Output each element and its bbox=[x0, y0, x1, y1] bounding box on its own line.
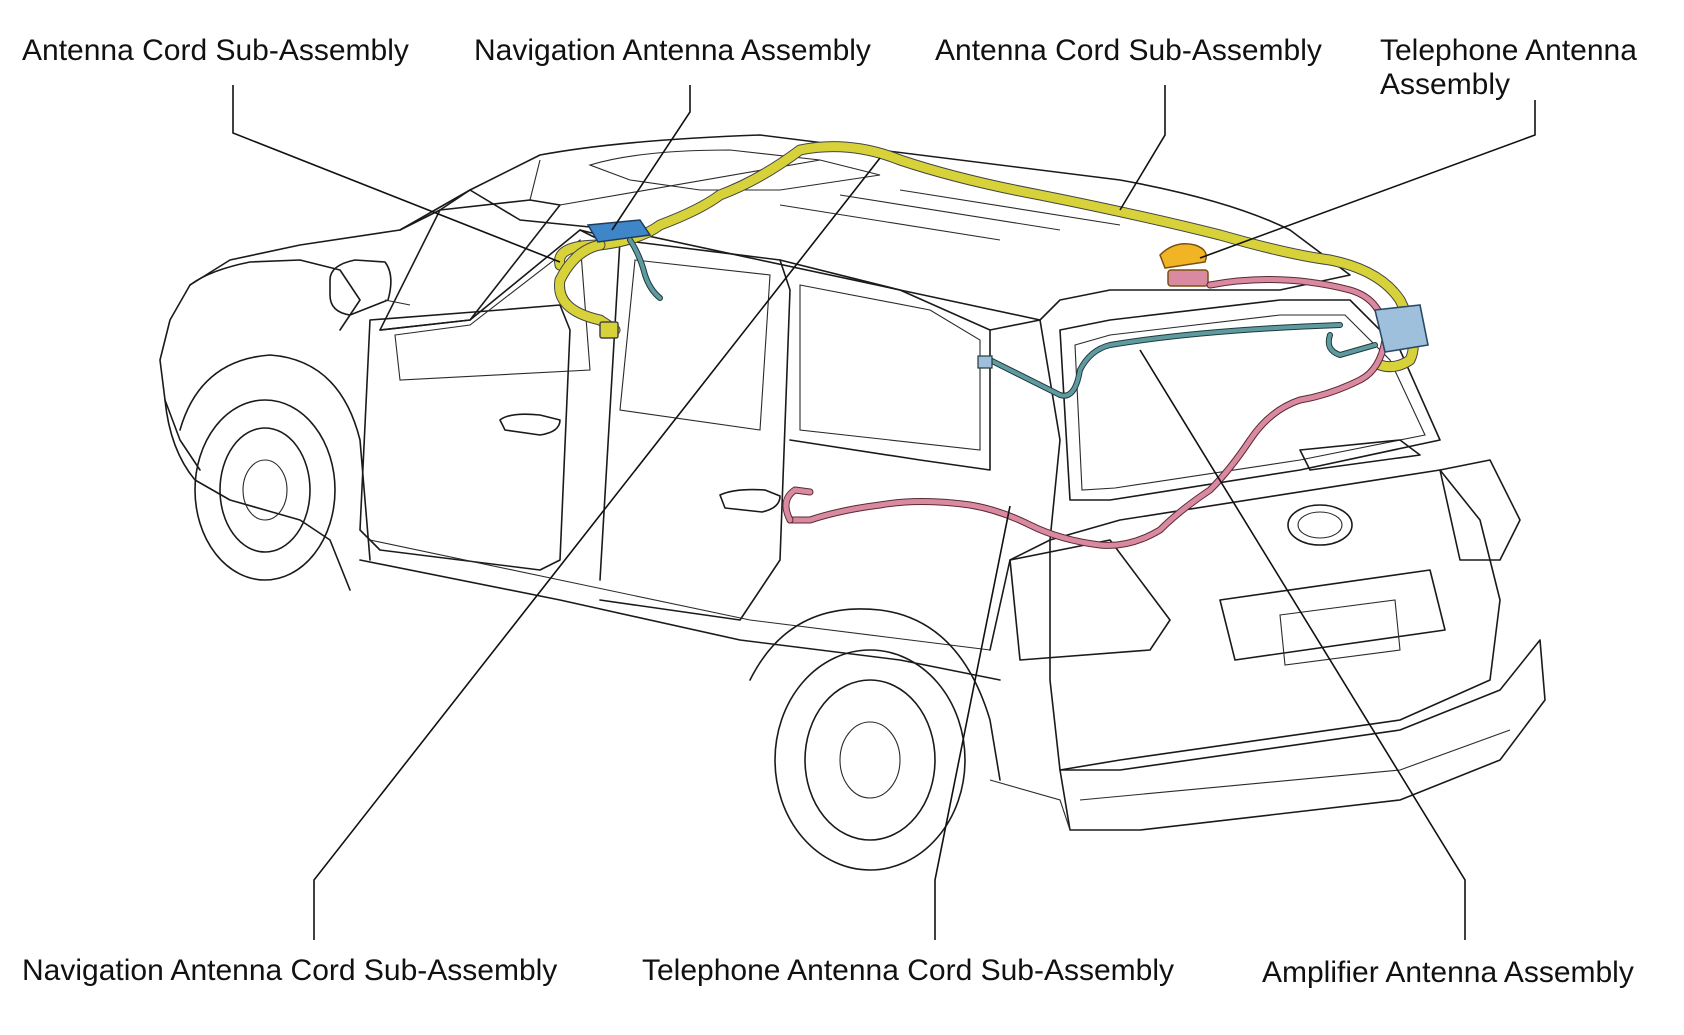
labels: Antenna Cord Sub-Assembly Navigation Ant… bbox=[22, 34, 1637, 989]
amplifier-cord-teal bbox=[977, 322, 1343, 399]
antenna-cord-connector bbox=[599, 321, 619, 339]
label-amplifier-antenna-assembly: Amplifier Antenna Assembly bbox=[1262, 956, 1634, 989]
telephone-antenna-cord-pink bbox=[782, 276, 1389, 549]
label-navigation-antenna-assembly: Navigation Antenna Assembly bbox=[474, 34, 871, 67]
vehicle-outline bbox=[159, 134, 1546, 871]
label-navigation-antenna-cord-sub-assembly: Navigation Antenna Cord Sub-Assembly bbox=[22, 954, 557, 987]
telephone-antenna-icon bbox=[1159, 243, 1209, 287]
label-antenna-cord-sub-assembly-left: Antenna Cord Sub-Assembly bbox=[22, 34, 409, 67]
label-antenna-cord-sub-assembly-right: Antenna Cord Sub-Assembly bbox=[935, 34, 1322, 67]
label-telephone-antenna-cord-sub-assembly: Telephone Antenna Cord Sub-Assembly bbox=[642, 954, 1174, 987]
leader-lines bbox=[232, 85, 1536, 940]
label-telephone-antenna-line1: Telephone Antenna bbox=[1380, 34, 1637, 67]
label-telephone-antenna-line2: Assembly bbox=[1380, 68, 1510, 101]
navigation-antenna-icon bbox=[586, 219, 663, 301]
antenna-cord-yellow bbox=[554, 141, 1419, 373]
amplifier-icon bbox=[1325, 304, 1429, 358]
